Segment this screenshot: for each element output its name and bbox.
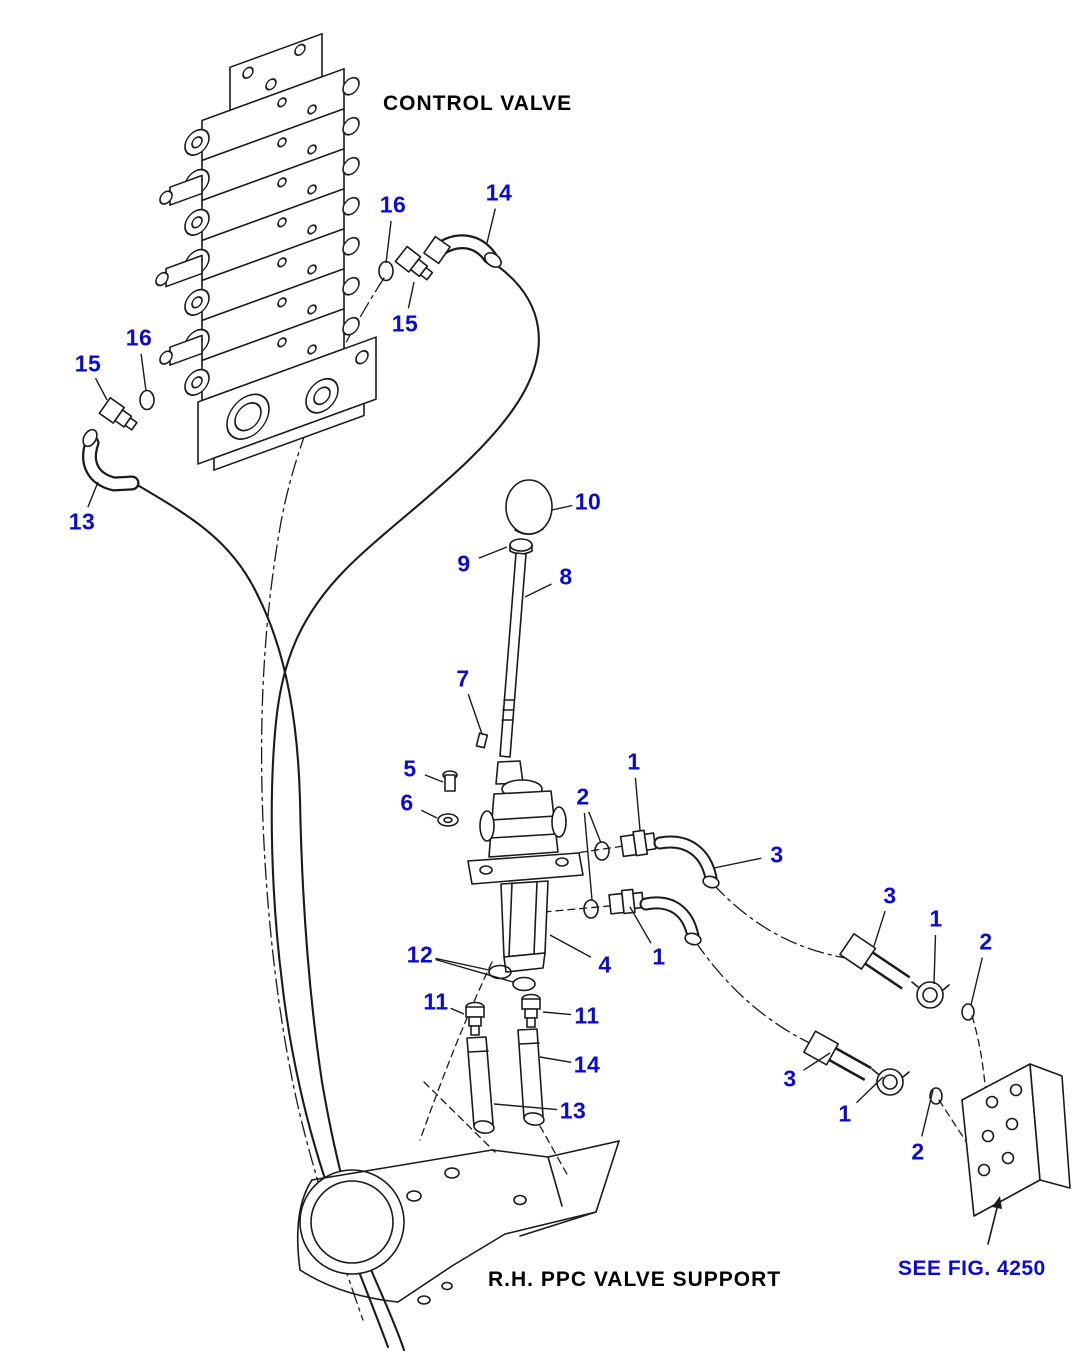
leader-line-16 bbox=[140, 353, 147, 392]
fitting-1-upper bbox=[916, 981, 944, 1009]
callout-16: 16 bbox=[379, 191, 407, 218]
leader-line-12 bbox=[435, 958, 514, 983]
leader-line-1 bbox=[856, 1076, 884, 1104]
callout-1: 1 bbox=[652, 943, 666, 970]
leader-line-14 bbox=[539, 1056, 572, 1063]
leader-line-6 bbox=[420, 809, 438, 819]
callout-1: 1 bbox=[838, 1100, 852, 1127]
leader-line-5 bbox=[424, 774, 444, 783]
support-bracket-drawing bbox=[296, 1081, 620, 1305]
manifold-block-drawing bbox=[961, 1063, 1071, 1217]
connector-15-top bbox=[394, 245, 434, 281]
o-ring-2-lower bbox=[583, 899, 599, 919]
callout-11: 11 bbox=[574, 1002, 600, 1029]
ppc-valve-drawing bbox=[437, 479, 584, 1134]
hose-fitting-group-top bbox=[378, 234, 502, 282]
leader-line-7 bbox=[467, 693, 483, 735]
valve-flange bbox=[467, 852, 584, 885]
leader-line-3 bbox=[803, 1052, 831, 1071]
leader-line-13 bbox=[87, 481, 99, 508]
callout-2: 2 bbox=[979, 928, 993, 955]
leader-line-11 bbox=[450, 1007, 465, 1015]
see-fig-arrow bbox=[987, 1196, 1002, 1245]
callout-1: 1 bbox=[627, 748, 641, 775]
callout-4: 4 bbox=[598, 951, 612, 978]
control-valve-label: CONTROL VALVE bbox=[383, 92, 573, 115]
bracket-plate-top bbox=[311, 1140, 620, 1181]
leader-line-12 bbox=[435, 957, 490, 971]
leader-line-13 bbox=[493, 1103, 558, 1111]
leader-line-2 bbox=[588, 811, 602, 844]
callout-5: 5 bbox=[403, 755, 417, 782]
callout-15: 15 bbox=[391, 310, 419, 337]
center-line bbox=[260, 277, 385, 1321]
hose-route-upper-right bbox=[712, 883, 847, 959]
leader-line-10 bbox=[551, 504, 573, 511]
leader-line-15 bbox=[94, 377, 108, 401]
leader-line-9 bbox=[478, 546, 508, 559]
connector-15-left bbox=[98, 396, 138, 431]
callout-7: 7 bbox=[456, 665, 470, 692]
mount-construction-line bbox=[419, 961, 493, 1141]
callout-13: 13 bbox=[68, 508, 96, 535]
callout-12: 12 bbox=[406, 941, 434, 968]
callout-10: 10 bbox=[574, 488, 602, 515]
callout-13: 13 bbox=[559, 1097, 587, 1124]
callout-9: 9 bbox=[457, 550, 471, 577]
o-ring-2-upper bbox=[594, 841, 610, 861]
callout-6: 6 bbox=[400, 789, 414, 816]
callout-8: 8 bbox=[559, 563, 573, 590]
ppc-valve-support-label: R.H. PPC VALVE SUPPORT bbox=[488, 1268, 782, 1291]
leader-line-14 bbox=[486, 208, 496, 244]
lever-shaft bbox=[499, 552, 527, 758]
see-fig-reference: SEE FIG. 4250 bbox=[898, 1257, 1046, 1280]
control-valve-drawing bbox=[155, 32, 377, 471]
leader-line-2 bbox=[583, 812, 593, 901]
callout-15: 15 bbox=[74, 350, 102, 377]
hose-assembly-lower-right bbox=[803, 1030, 943, 1105]
callout-3: 3 bbox=[783, 1065, 797, 1092]
leader-line-8 bbox=[524, 583, 552, 598]
fitting-11-left bbox=[465, 1001, 485, 1036]
o-ring-12-b bbox=[512, 976, 536, 992]
leader-line-1 bbox=[629, 906, 652, 944]
snap-ring-16-left bbox=[139, 389, 155, 411]
set-pin bbox=[475, 732, 489, 749]
hose-fitting-group-left bbox=[82, 389, 155, 492]
bracket-flange bbox=[397, 1211, 597, 1303]
callout-1: 1 bbox=[929, 905, 943, 932]
callout-2: 2 bbox=[911, 1138, 925, 1165]
leader-line-1 bbox=[634, 777, 641, 831]
leader-line-15 bbox=[407, 281, 415, 309]
elbow-fitting-upper bbox=[594, 829, 720, 889]
callout-11: 11 bbox=[423, 988, 449, 1015]
o-ring-2-lower-right bbox=[929, 1087, 943, 1105]
callout-3: 3 bbox=[883, 882, 897, 909]
callout-16: 16 bbox=[125, 324, 153, 351]
leader-line-1 bbox=[933, 934, 937, 985]
hose-route-lower-right bbox=[694, 940, 817, 1047]
leader-line-2 bbox=[921, 1089, 934, 1137]
elbow-fitting-lower bbox=[583, 888, 702, 946]
callout-2: 2 bbox=[576, 783, 590, 810]
o-ring-2-upper-right bbox=[961, 1003, 975, 1021]
bracket-ring bbox=[299, 1169, 405, 1275]
leader-line-16 bbox=[385, 220, 392, 264]
leader-line-2 bbox=[970, 957, 983, 1006]
leader-line-11 bbox=[542, 1011, 572, 1016]
callout-14: 14 bbox=[573, 1051, 601, 1078]
leader-line-3 bbox=[873, 910, 886, 947]
leader-line-4 bbox=[549, 934, 592, 958]
callout-14: 14 bbox=[485, 179, 513, 206]
leader-line-3 bbox=[713, 857, 762, 869]
fitting-11-right bbox=[521, 993, 541, 1028]
nipple-1-upper bbox=[619, 829, 657, 858]
hose-assembly-upper-right bbox=[839, 932, 975, 1021]
callout-3: 3 bbox=[770, 841, 784, 868]
washer-6 bbox=[437, 813, 459, 827]
